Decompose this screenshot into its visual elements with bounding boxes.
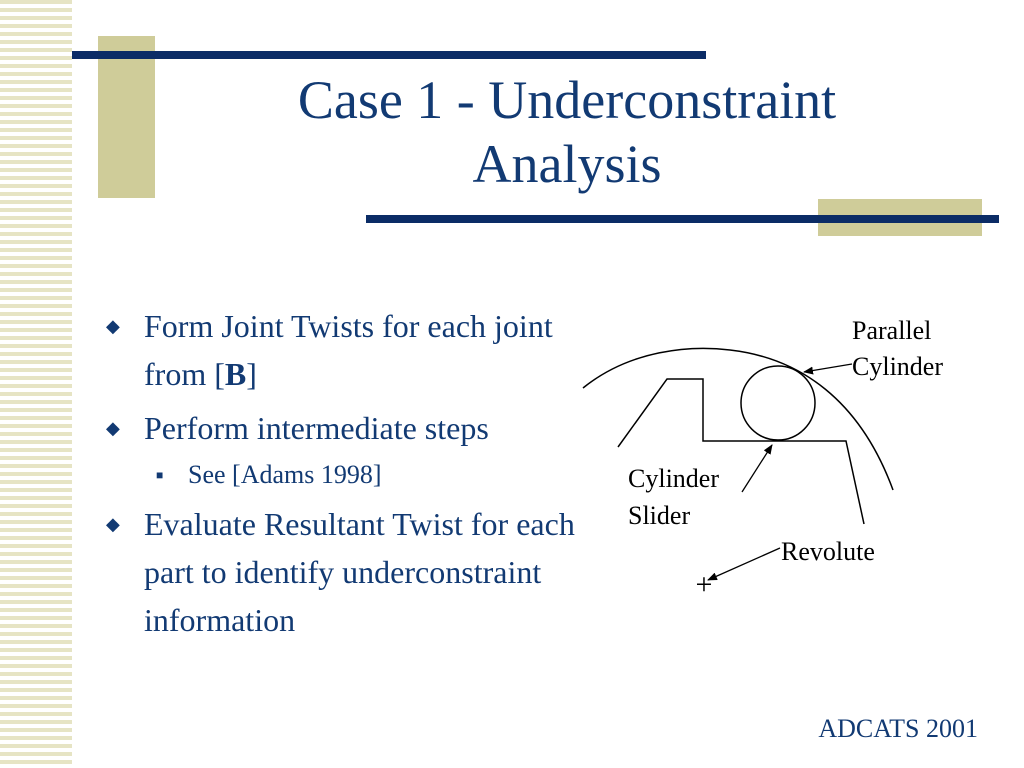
bullet-text: Evaluate Resultant Twist for each part t… bbox=[144, 506, 575, 638]
bullet-item: ◆ Perform intermediate steps bbox=[106, 404, 606, 452]
bullet-list: ◆ Form Joint Twists for each joint from … bbox=[106, 302, 606, 650]
label-revolute: Revolute bbox=[781, 537, 875, 566]
slider-body-outline bbox=[617, 378, 865, 525]
square-icon: ■ bbox=[156, 468, 164, 482]
decorative-stripes bbox=[0, 0, 72, 768]
accent-block-left bbox=[98, 36, 155, 198]
bullet-item: ◆ Form Joint Twists for each joint from … bbox=[106, 302, 606, 398]
bullet-bold-b: B bbox=[224, 356, 247, 392]
joint-diagram: + Parallel Cylinder Cylinder Slider Revo… bbox=[582, 316, 943, 601]
title-rule-bottom bbox=[366, 215, 999, 223]
arrow-revolute bbox=[707, 547, 781, 581]
title-line-2: Analysis bbox=[472, 134, 662, 194]
label-parallel: Parallel bbox=[852, 316, 931, 345]
cylinder-circle bbox=[740, 365, 816, 441]
title-rule-top bbox=[72, 51, 706, 59]
arrow-cylinder-slider bbox=[741, 444, 773, 493]
slide-title: Case 1 - Underconstraint Analysis bbox=[200, 68, 934, 196]
bullet-item: ◆ Evaluate Resultant Twist for each part… bbox=[106, 500, 606, 644]
arrow-parallel-cylinder bbox=[803, 363, 853, 375]
label-cylinder: Cylinder bbox=[628, 464, 719, 493]
title-line-1: Case 1 - Underconstraint bbox=[297, 70, 837, 130]
bullet-text: Form Joint Twists for each joint from [ bbox=[144, 308, 553, 392]
pivot-mark: + bbox=[696, 568, 713, 601]
sub-bullet-item: ■ See [Adams 1998] bbox=[106, 458, 606, 492]
diamond-icon: ◆ bbox=[106, 514, 120, 534]
sub-bullet-text: See [Adams 1998] bbox=[188, 460, 382, 489]
bullet-text-end: ] bbox=[246, 356, 257, 392]
diamond-icon: ◆ bbox=[106, 316, 120, 336]
diamond-icon: ◆ bbox=[106, 418, 120, 438]
arc-outline bbox=[582, 347, 894, 491]
bullet-text: Perform intermediate steps bbox=[144, 410, 489, 446]
label-cylinder-top: Cylinder bbox=[852, 352, 943, 381]
label-slider: Slider bbox=[628, 501, 690, 530]
footer-label: ADCATS 2001 bbox=[818, 714, 978, 743]
